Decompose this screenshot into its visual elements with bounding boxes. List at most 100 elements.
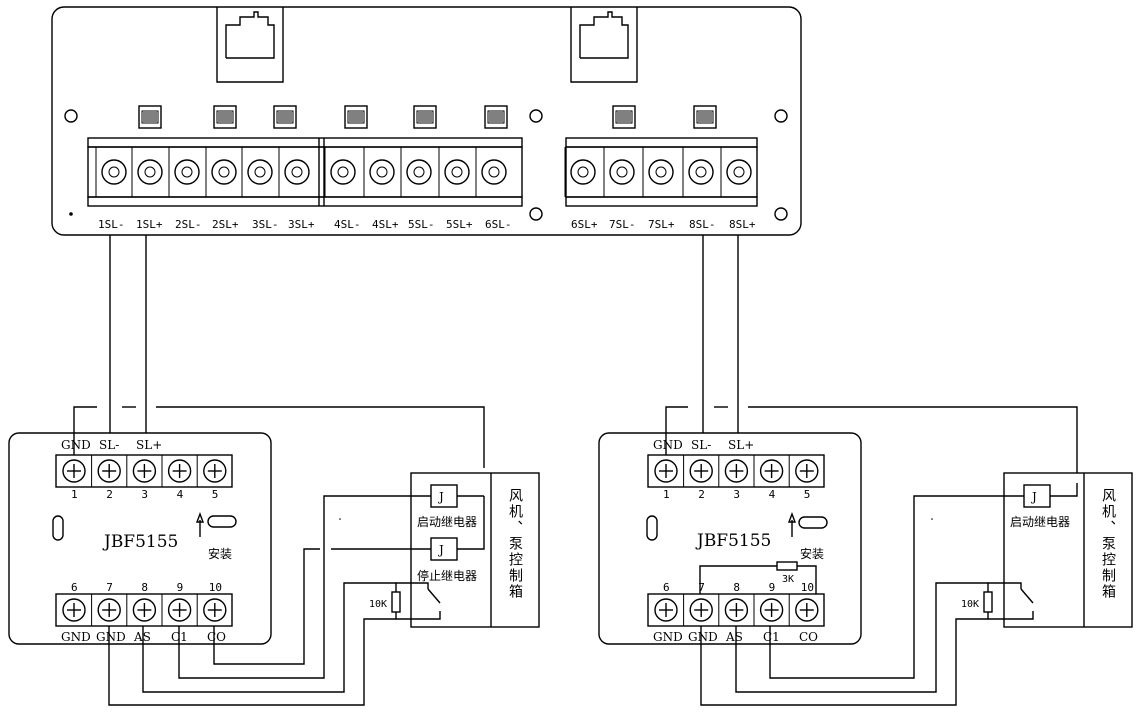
relay-start-symbol: J: [1030, 490, 1037, 504]
module-model: JBF5155: [695, 531, 771, 551]
terminal-number: 1: [71, 488, 78, 501]
top-terminal-numbers: 1 2 3 4 5: [71, 488, 218, 501]
terminal-label: 1SL-: [98, 218, 125, 231]
terminal-screw: [284, 159, 310, 185]
terminal-screw: [203, 459, 227, 483]
terminal-block-left: [87, 137, 523, 207]
mount-hole: [774, 207, 788, 221]
terminal-panel: 1SL-1SL+2SL-2SL+3SL-3SL+4SL-4SL+5SL-5SL+…: [51, 6, 802, 236]
terminal-screw: [726, 159, 752, 185]
led-indicator: [484, 105, 508, 129]
terminal-screw: [203, 598, 227, 622]
terminal-screw: [648, 159, 674, 185]
terminal-number: 4: [769, 488, 776, 501]
terminal-number: 3: [141, 488, 148, 501]
terminal-label: 2SL+: [212, 218, 239, 231]
switch-contact: [427, 588, 441, 604]
terminal-label: 1SL+: [136, 218, 163, 231]
terminal-screw: [369, 159, 395, 185]
terminal-label: 6SL+: [571, 218, 598, 231]
terminal-labels: 1SL-1SL+2SL-2SL+3SL-3SL+4SL-4SL+5SL-5SL+…: [98, 218, 756, 231]
resistor-10k-label: 10K: [369, 599, 387, 610]
terminal-screw: [795, 459, 819, 483]
terminal-screws: [95, 147, 752, 197]
relay-start-symbol: J: [437, 490, 444, 504]
bottom-label-co: CO: [799, 630, 818, 644]
terminal-screw: [724, 459, 749, 483]
resistor-3k-label: 3K: [782, 574, 794, 585]
bottom-label-as: AS: [725, 630, 743, 644]
terminal-number: 5: [212, 488, 219, 501]
install-label: 安装: [208, 546, 232, 561]
terminal-screw: [609, 159, 635, 185]
terminal-number: 3: [733, 488, 740, 501]
terminal-number: 8: [141, 581, 148, 594]
bottom-label-co: CO: [207, 630, 226, 644]
terminal-number: 10: [209, 581, 222, 594]
terminal-block-right: [565, 137, 758, 207]
led-indicator: [693, 105, 717, 129]
terminal-screw: [62, 459, 86, 483]
terminal-screw: [132, 598, 157, 622]
led-indicator: [413, 105, 437, 129]
resistor-10k: [983, 591, 993, 613]
led-indicator: [138, 105, 162, 129]
terminal-screw: [688, 159, 714, 185]
terminal-label: 3SL-: [252, 218, 279, 231]
bottom-label-as: AS: [133, 630, 151, 644]
bottom-label-gnd2: GND: [688, 630, 718, 644]
terminal-number: 2: [106, 488, 113, 501]
terminal-number: 5: [804, 488, 811, 501]
top-label-sl-minus: SL-: [691, 438, 711, 452]
slot-hole: [646, 515, 658, 541]
terminal-number: 4: [177, 488, 184, 501]
terminal-label: 2SL-: [175, 218, 202, 231]
bottom-label-gnd2: GND: [96, 630, 126, 644]
control-box-title: 风机、泵控制箱: [507, 488, 523, 600]
relay-start-label: 启动继电器: [417, 515, 477, 529]
terminal-label: 3SL+: [288, 218, 315, 231]
install-arrow-icon: [195, 512, 205, 537]
resistor-10k: [391, 591, 401, 613]
terminal-screw: [167, 459, 192, 483]
terminal-number: 10: [801, 581, 814, 594]
install-slot: [207, 515, 237, 528]
control-box-title: 风机、泵控制箱: [1100, 488, 1116, 600]
terminal-screw: [724, 598, 749, 622]
led-indicator: [344, 105, 368, 129]
control-box-right: J 启动继电器 风机、泵控制箱 10K: [961, 472, 1133, 628]
terminal-number: 1: [663, 488, 670, 501]
led-indicator: [273, 105, 297, 129]
terminal-screw: [654, 598, 678, 622]
terminal-number: 6: [663, 581, 670, 594]
switch-contact: [1020, 588, 1034, 604]
terminal-number: 9: [177, 581, 184, 594]
terminal-screw: [211, 159, 237, 185]
terminal-screw: [137, 159, 163, 185]
terminal-number: 8: [733, 581, 740, 594]
terminal-screw: [759, 459, 784, 483]
terminal-label: 5SL+: [446, 218, 473, 231]
terminal-screw: [481, 159, 507, 185]
control-box-title-text: 风机、泵控制箱: [1100, 488, 1116, 600]
top-label-sl-plus: SL+: [136, 438, 162, 452]
slot-hole: [52, 515, 64, 541]
mount-hole: [64, 109, 78, 123]
relay-stop-label: 停止继电器: [417, 568, 477, 583]
install-slot: [798, 516, 828, 529]
module-left-wires: [108, 495, 431, 706]
control-box-left: J 启动继电器 J 停止继电器 风机、泵控制箱 10K: [369, 472, 540, 628]
terminal-screw: [97, 598, 121, 622]
install-arrow-icon: [787, 512, 797, 537]
terminal-screw: [689, 459, 713, 483]
top-label-sl-plus: SL+: [728, 438, 754, 452]
rj-connector-right: [570, 7, 638, 83]
control-box-title-text: 风机、泵控制箱: [507, 488, 523, 600]
terminal-screw: [62, 598, 86, 622]
module-right-wires: [700, 495, 1024, 706]
led-indicators: [138, 105, 717, 129]
terminal-number: 9: [769, 581, 776, 594]
